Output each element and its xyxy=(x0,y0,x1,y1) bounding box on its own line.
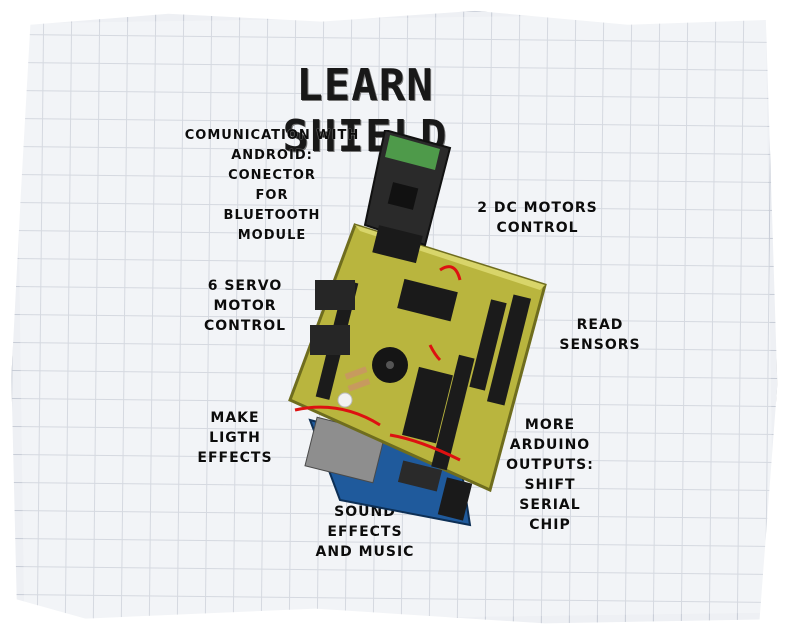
label-sensors: Read sensors xyxy=(559,317,641,353)
label-arduino-outputs: More Arduino outputs: Shift serial chip xyxy=(506,417,594,533)
pcb-shield xyxy=(288,223,547,493)
bluetooth-module xyxy=(363,130,452,264)
label-dc-motors: 2 DC motors control xyxy=(477,200,598,236)
label-light-effects: Make ligth effects xyxy=(197,410,273,466)
learn-shield-board-photo xyxy=(288,130,547,527)
label-servo: 6 servo motor control xyxy=(203,278,287,334)
page-title: Learn Shield xyxy=(282,60,448,162)
label-bluetooth: Comunication with Android: Conector for … xyxy=(184,128,360,243)
